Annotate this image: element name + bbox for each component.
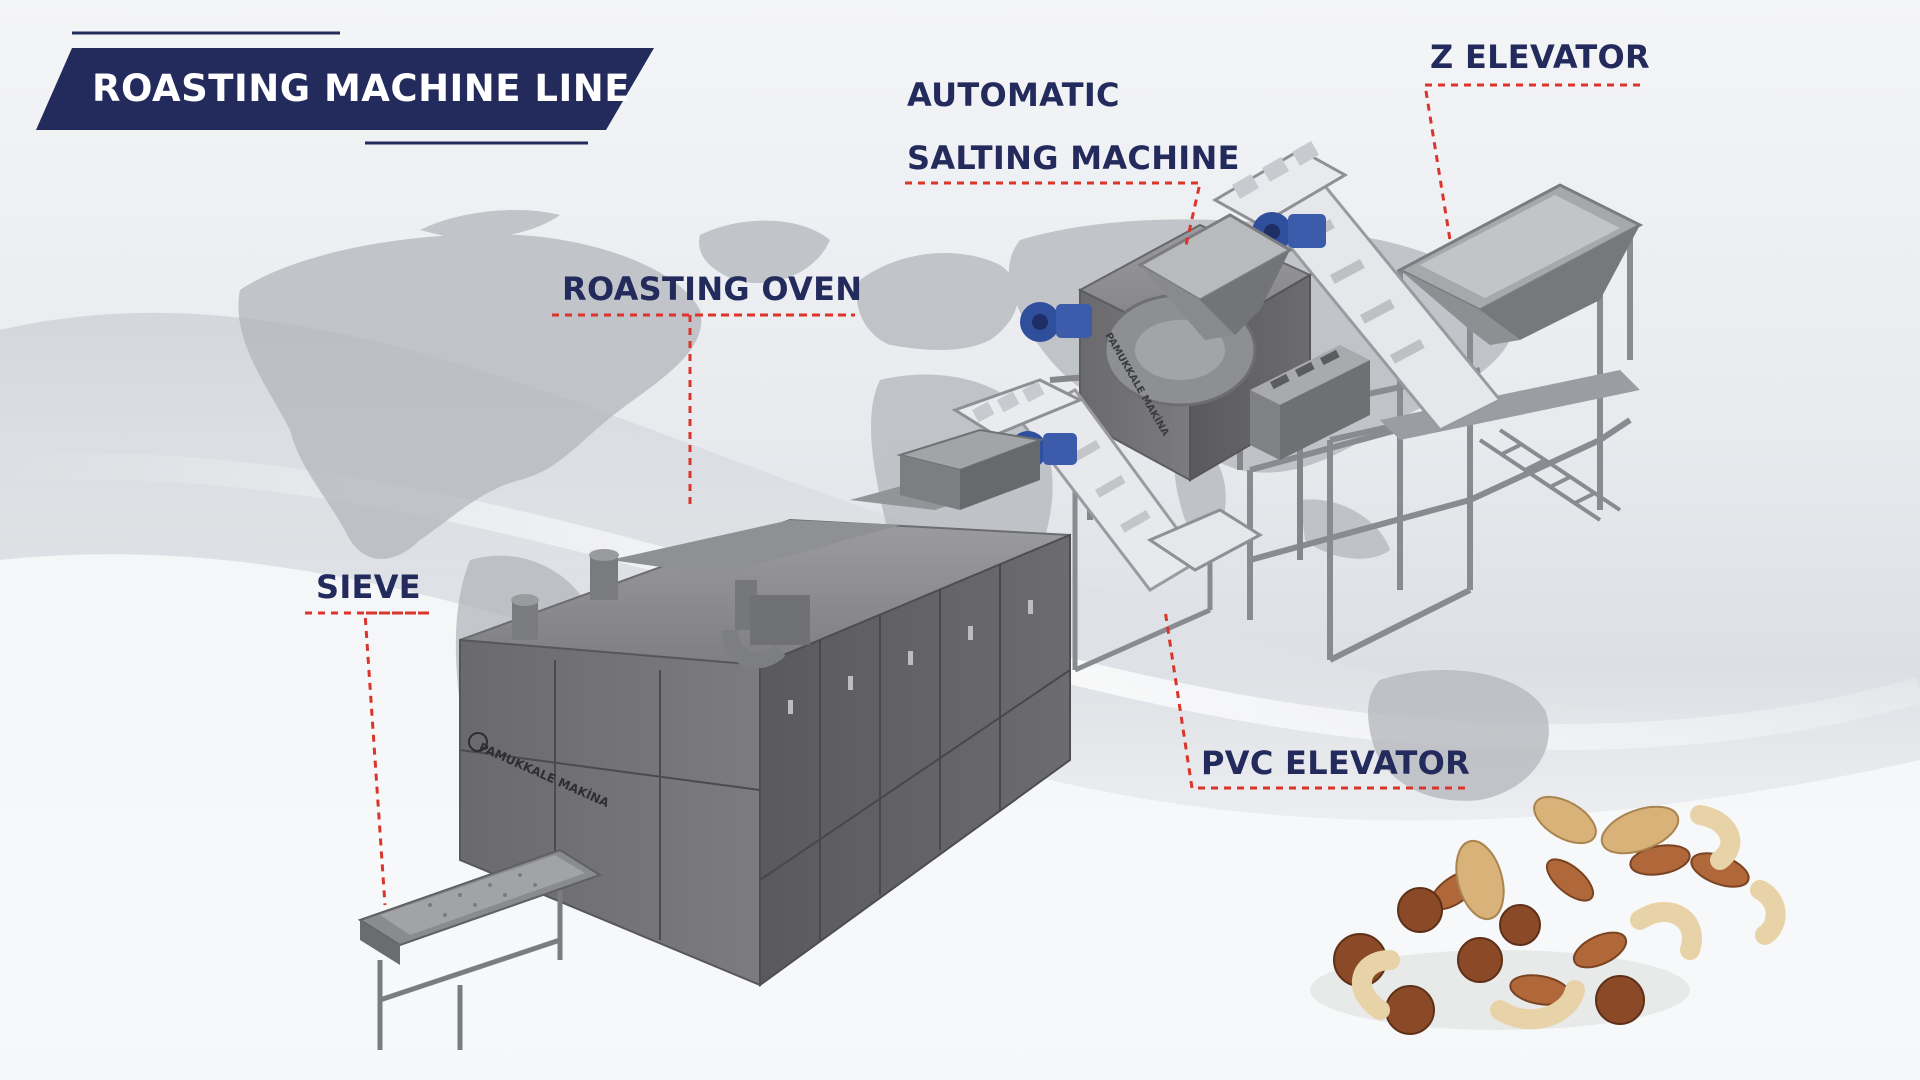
oven-chimneys — [511, 549, 810, 669]
label-sieve: SIEVE — [316, 568, 421, 606]
label-z-elevator: Z ELEVATOR — [1430, 38, 1650, 76]
leader-salting-machine — [905, 181, 1202, 251]
label-pvc-elevator: PVC ELEVATOR — [1201, 744, 1471, 782]
oven-brand-logo — [468, 732, 488, 752]
label-roasting-oven: ROASTING OVEN — [562, 270, 863, 308]
mixed-nuts — [1310, 795, 1786, 1035]
sieve — [357, 848, 603, 1050]
salting-machine: PAMUKKALE MAKİNA — [1020, 213, 1370, 560]
leader-roasting-oven — [552, 313, 855, 510]
z-elevator — [1199, 141, 1644, 663]
label-salting-machine: SALTING MACHINE — [907, 139, 1240, 177]
roasting-oven: PAMUKKALE MAKİNA — [459, 428, 1071, 987]
leader-sieve — [305, 611, 430, 906]
label-automatic: AUTOMATIC — [907, 76, 1120, 114]
leader-pvc-elevator — [1163, 609, 1465, 790]
salting-motor — [1020, 302, 1092, 342]
page-title: ROASTING MACHINE LINE — [92, 67, 631, 110]
leader-z-elevator — [1423, 83, 1640, 241]
